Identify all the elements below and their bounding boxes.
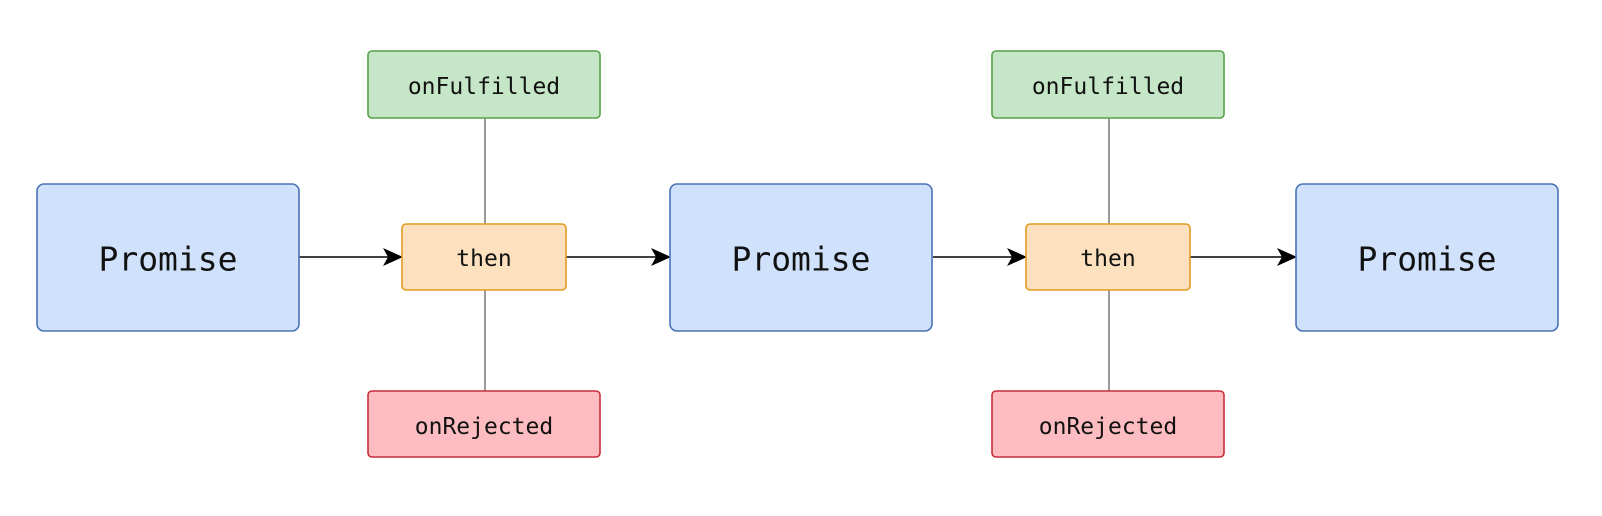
on-rejected-label: onRejected xyxy=(415,414,553,440)
on-rejected-label: onRejected xyxy=(1039,414,1177,440)
promise-label: Promise xyxy=(98,240,237,279)
on-fulfilled-node-2: onFulfilled xyxy=(991,50,1225,119)
promise-node-3: Promise xyxy=(1295,183,1559,332)
then-label: then xyxy=(1080,246,1135,272)
then-node-2: then xyxy=(1025,223,1191,291)
on-fulfilled-label: onFulfilled xyxy=(1032,74,1184,100)
promise-label: Promise xyxy=(1357,240,1496,279)
promise-label: Promise xyxy=(731,240,870,279)
on-rejected-node-1: onRejected xyxy=(367,390,601,458)
promise-node-2: Promise xyxy=(669,183,933,332)
then-node-1: then xyxy=(401,223,567,291)
on-fulfilled-label: onFulfilled xyxy=(408,74,560,100)
then-label: then xyxy=(456,246,511,272)
promise-node-1: Promise xyxy=(36,183,300,332)
on-rejected-node-2: onRejected xyxy=(991,390,1225,458)
on-fulfilled-node-1: onFulfilled xyxy=(367,50,601,119)
